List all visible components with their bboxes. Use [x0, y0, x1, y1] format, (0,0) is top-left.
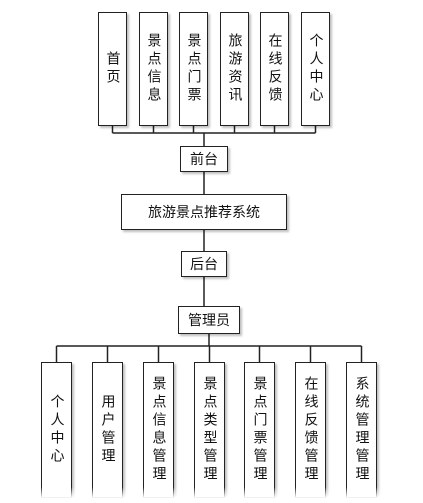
- admin-node-label: 管理员: [188, 313, 230, 329]
- frontend-page-attraction-tickets: 景点门票: [179, 12, 208, 126]
- frontend-page-user-center: 个人中心: [301, 12, 330, 126]
- frontend-page-label: 景点门票: [185, 33, 202, 105]
- admin-module-label: 在线反馈管理: [302, 376, 319, 484]
- frontend-page-label: 景点信息: [145, 33, 162, 105]
- admin-module-label: 系统管理管理: [353, 376, 370, 484]
- admin-module-attraction-type-management: 景点类型管理: [194, 362, 225, 498]
- system-root-label: 旅游景点推荐系统: [148, 205, 260, 221]
- admin-module-label: 景点门票管理: [251, 376, 268, 484]
- admin-module-user-management: 用户管理: [92, 362, 123, 498]
- backend-node: 后台: [181, 251, 227, 277]
- admin-module-label: 用户管理: [99, 394, 116, 466]
- frontend-page-label: 个人中心: [307, 33, 324, 105]
- admin-module-label: 个人中心: [48, 394, 65, 466]
- frontend-page-label: 首页: [104, 51, 121, 87]
- admin-module-attraction-ticket-management: 景点门票管理: [244, 362, 275, 498]
- frontend-node: 前台: [180, 146, 228, 172]
- system-root-node: 旅游景点推荐系统: [121, 194, 287, 230]
- bottom-fade: [0, 487, 423, 503]
- frontend-page-travel-news: 旅游资讯: [220, 12, 249, 126]
- frontend-page-label: 旅游资讯: [226, 33, 243, 105]
- admin-module-system-management: 系统管理管理: [346, 362, 377, 498]
- admin-module-label: 景点信息管理: [150, 376, 167, 484]
- backend-node-label: 后台: [190, 257, 218, 273]
- frontend-page-online-feedback: 在线反馈: [260, 12, 289, 126]
- frontend-page-label: 在线反馈: [266, 33, 283, 105]
- frontend-page-attraction-info: 景点信息: [139, 12, 168, 126]
- frontend-page-home: 首页: [98, 12, 127, 126]
- admin-module-attraction-info-management: 景点信息管理: [143, 362, 174, 498]
- admin-module-label: 景点类型管理: [201, 376, 218, 484]
- admin-module-online-feedback-management: 在线反馈管理: [295, 362, 326, 498]
- admin-node: 管理员: [178, 306, 240, 334]
- frontend-node-label: 前台: [190, 152, 218, 168]
- admin-module-user-center: 个人中心: [41, 362, 72, 498]
